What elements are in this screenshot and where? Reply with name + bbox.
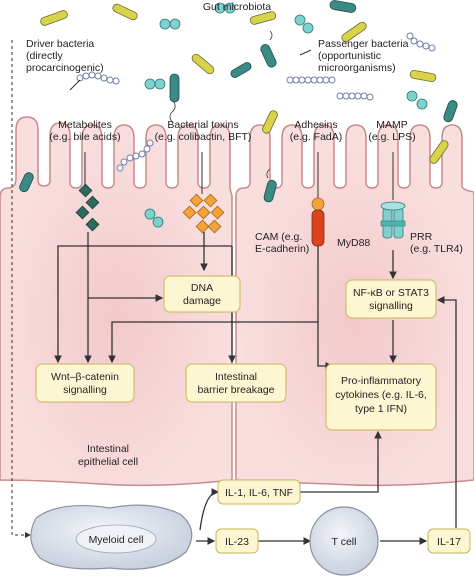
nfkb-text: NF-κB or STAT3 bbox=[353, 287, 429, 299]
toxin-diamonds bbox=[182, 193, 225, 234]
tcell-label: T cell bbox=[332, 536, 357, 548]
adhesins-label: Adhesins bbox=[294, 119, 337, 131]
flagellated-bacterium-icon bbox=[230, 62, 252, 78]
toxins-label: Bacterial toxins bbox=[167, 119, 238, 131]
coccus-pair-icon bbox=[159, 18, 181, 30]
il1-text: IL-1, IL-6, TNF bbox=[225, 487, 293, 499]
coccus-pair-icon bbox=[214, 2, 236, 14]
prr-receptor-icon bbox=[380, 201, 406, 239]
pathway-boxes bbox=[35, 275, 471, 554]
dna-damage-box bbox=[163, 275, 241, 313]
wnt-box bbox=[35, 363, 135, 403]
metabolites-label: Metabolites bbox=[58, 119, 112, 131]
passenger-label: (opportunistic bbox=[318, 50, 381, 62]
rod-bacterium-icon bbox=[40, 10, 68, 26]
chain-bacterium-icon bbox=[336, 92, 374, 101]
barrier-text: barrier breakage bbox=[197, 384, 274, 396]
il17-box bbox=[427, 528, 471, 554]
flagellated-bacterium-icon bbox=[169, 73, 180, 123]
mamp-label: MAMP bbox=[376, 119, 408, 131]
driver-dashed-line bbox=[11, 40, 31, 538]
prr-label: PRR bbox=[410, 231, 433, 243]
epithelial-label: epithelial cell bbox=[78, 456, 138, 468]
cam-label: CAM (e.g. bbox=[255, 231, 302, 243]
driver-label: Driver bacteria bbox=[26, 38, 94, 50]
chain-bacterium-icon bbox=[76, 71, 120, 85]
passenger-label: microorganisms) bbox=[318, 62, 396, 74]
signal-arrows bbox=[54, 232, 457, 545]
nfkb-text: signalling bbox=[369, 300, 413, 312]
myeloid-label: Myeloid cell bbox=[89, 534, 144, 546]
myeloid-nucleus bbox=[75, 524, 157, 554]
labels: Gut microbiota Driver bacteria (directly… bbox=[26, 1, 463, 548]
metabolite-diamonds bbox=[75, 183, 100, 232]
barrier-text: Intestinal bbox=[215, 371, 257, 383]
coccus-pair-icon bbox=[406, 90, 428, 110]
passenger-label: Passenger bacteria bbox=[318, 38, 409, 50]
prr-label: (e.g. TLR4) bbox=[410, 243, 463, 255]
t-cell bbox=[309, 506, 379, 576]
rod-bacterium-icon bbox=[429, 140, 449, 164]
toxins-label: (e.g. colibactin, BFT) bbox=[155, 131, 252, 143]
il23-box bbox=[215, 528, 259, 554]
coccus-pair-icon bbox=[144, 78, 166, 90]
adhesin-cam-icon bbox=[311, 197, 325, 247]
cytokines-text: Pro-inflammatory bbox=[341, 375, 422, 387]
flagellated-bacterium-icon bbox=[443, 100, 458, 123]
coccus-pair-icon bbox=[294, 14, 314, 34]
chain-bacterium-icon bbox=[286, 76, 336, 84]
bacteria-cluster bbox=[19, 0, 458, 228]
il23-text: IL-23 bbox=[225, 536, 249, 548]
metabolites-label: (e.g. bile acids) bbox=[49, 131, 120, 143]
cam-label: E-cadherin) bbox=[255, 243, 309, 255]
wnt-text: Wnt–β-catenin bbox=[51, 371, 119, 383]
barrier-box bbox=[185, 363, 287, 403]
cytokines-text: cytokines (e.g. IL-6, bbox=[335, 389, 427, 401]
rod-bacterium-icon bbox=[249, 11, 277, 25]
cytokines-text: type 1 IFN) bbox=[355, 403, 407, 415]
driver-label: procarcinogenic) bbox=[26, 62, 104, 74]
diagram-title: Gut microbiota bbox=[203, 1, 271, 13]
rod-bacterium-icon bbox=[409, 70, 437, 82]
pointer-lines bbox=[69, 49, 394, 200]
cytokines-box bbox=[325, 363, 437, 431]
dna-damage-text: damage bbox=[183, 295, 221, 307]
flagellated-bacterium-icon bbox=[19, 172, 34, 193]
nfkb-box bbox=[345, 279, 437, 319]
mamp-label: (e.g. LPS) bbox=[368, 131, 415, 143]
rod-bacterium-icon bbox=[112, 3, 138, 21]
dna-damage-text: DNA bbox=[191, 282, 213, 294]
epithelial-label: Intestinal bbox=[87, 443, 129, 455]
myd88-label: MyD88 bbox=[337, 237, 370, 249]
chain-bacterium-icon bbox=[116, 139, 154, 172]
rod-bacterium-icon bbox=[191, 53, 215, 75]
driver-label: (directly bbox=[26, 50, 64, 62]
il17-text: IL-17 bbox=[437, 536, 461, 548]
rod-bacterium-icon bbox=[341, 21, 367, 43]
flagellated-bacterium-icon bbox=[263, 168, 277, 203]
adhesins-label: (e.g. FadA) bbox=[290, 131, 343, 143]
rod-bacterium-icon bbox=[262, 110, 278, 134]
wnt-text: signalling bbox=[63, 384, 107, 396]
il1-box bbox=[217, 479, 301, 505]
coccus-pair-icon bbox=[144, 208, 164, 228]
flagellated-bacterium-icon bbox=[260, 30, 277, 68]
flagellated-bacterium-icon bbox=[329, 0, 357, 13]
chain-bacterium-icon bbox=[406, 32, 436, 52]
